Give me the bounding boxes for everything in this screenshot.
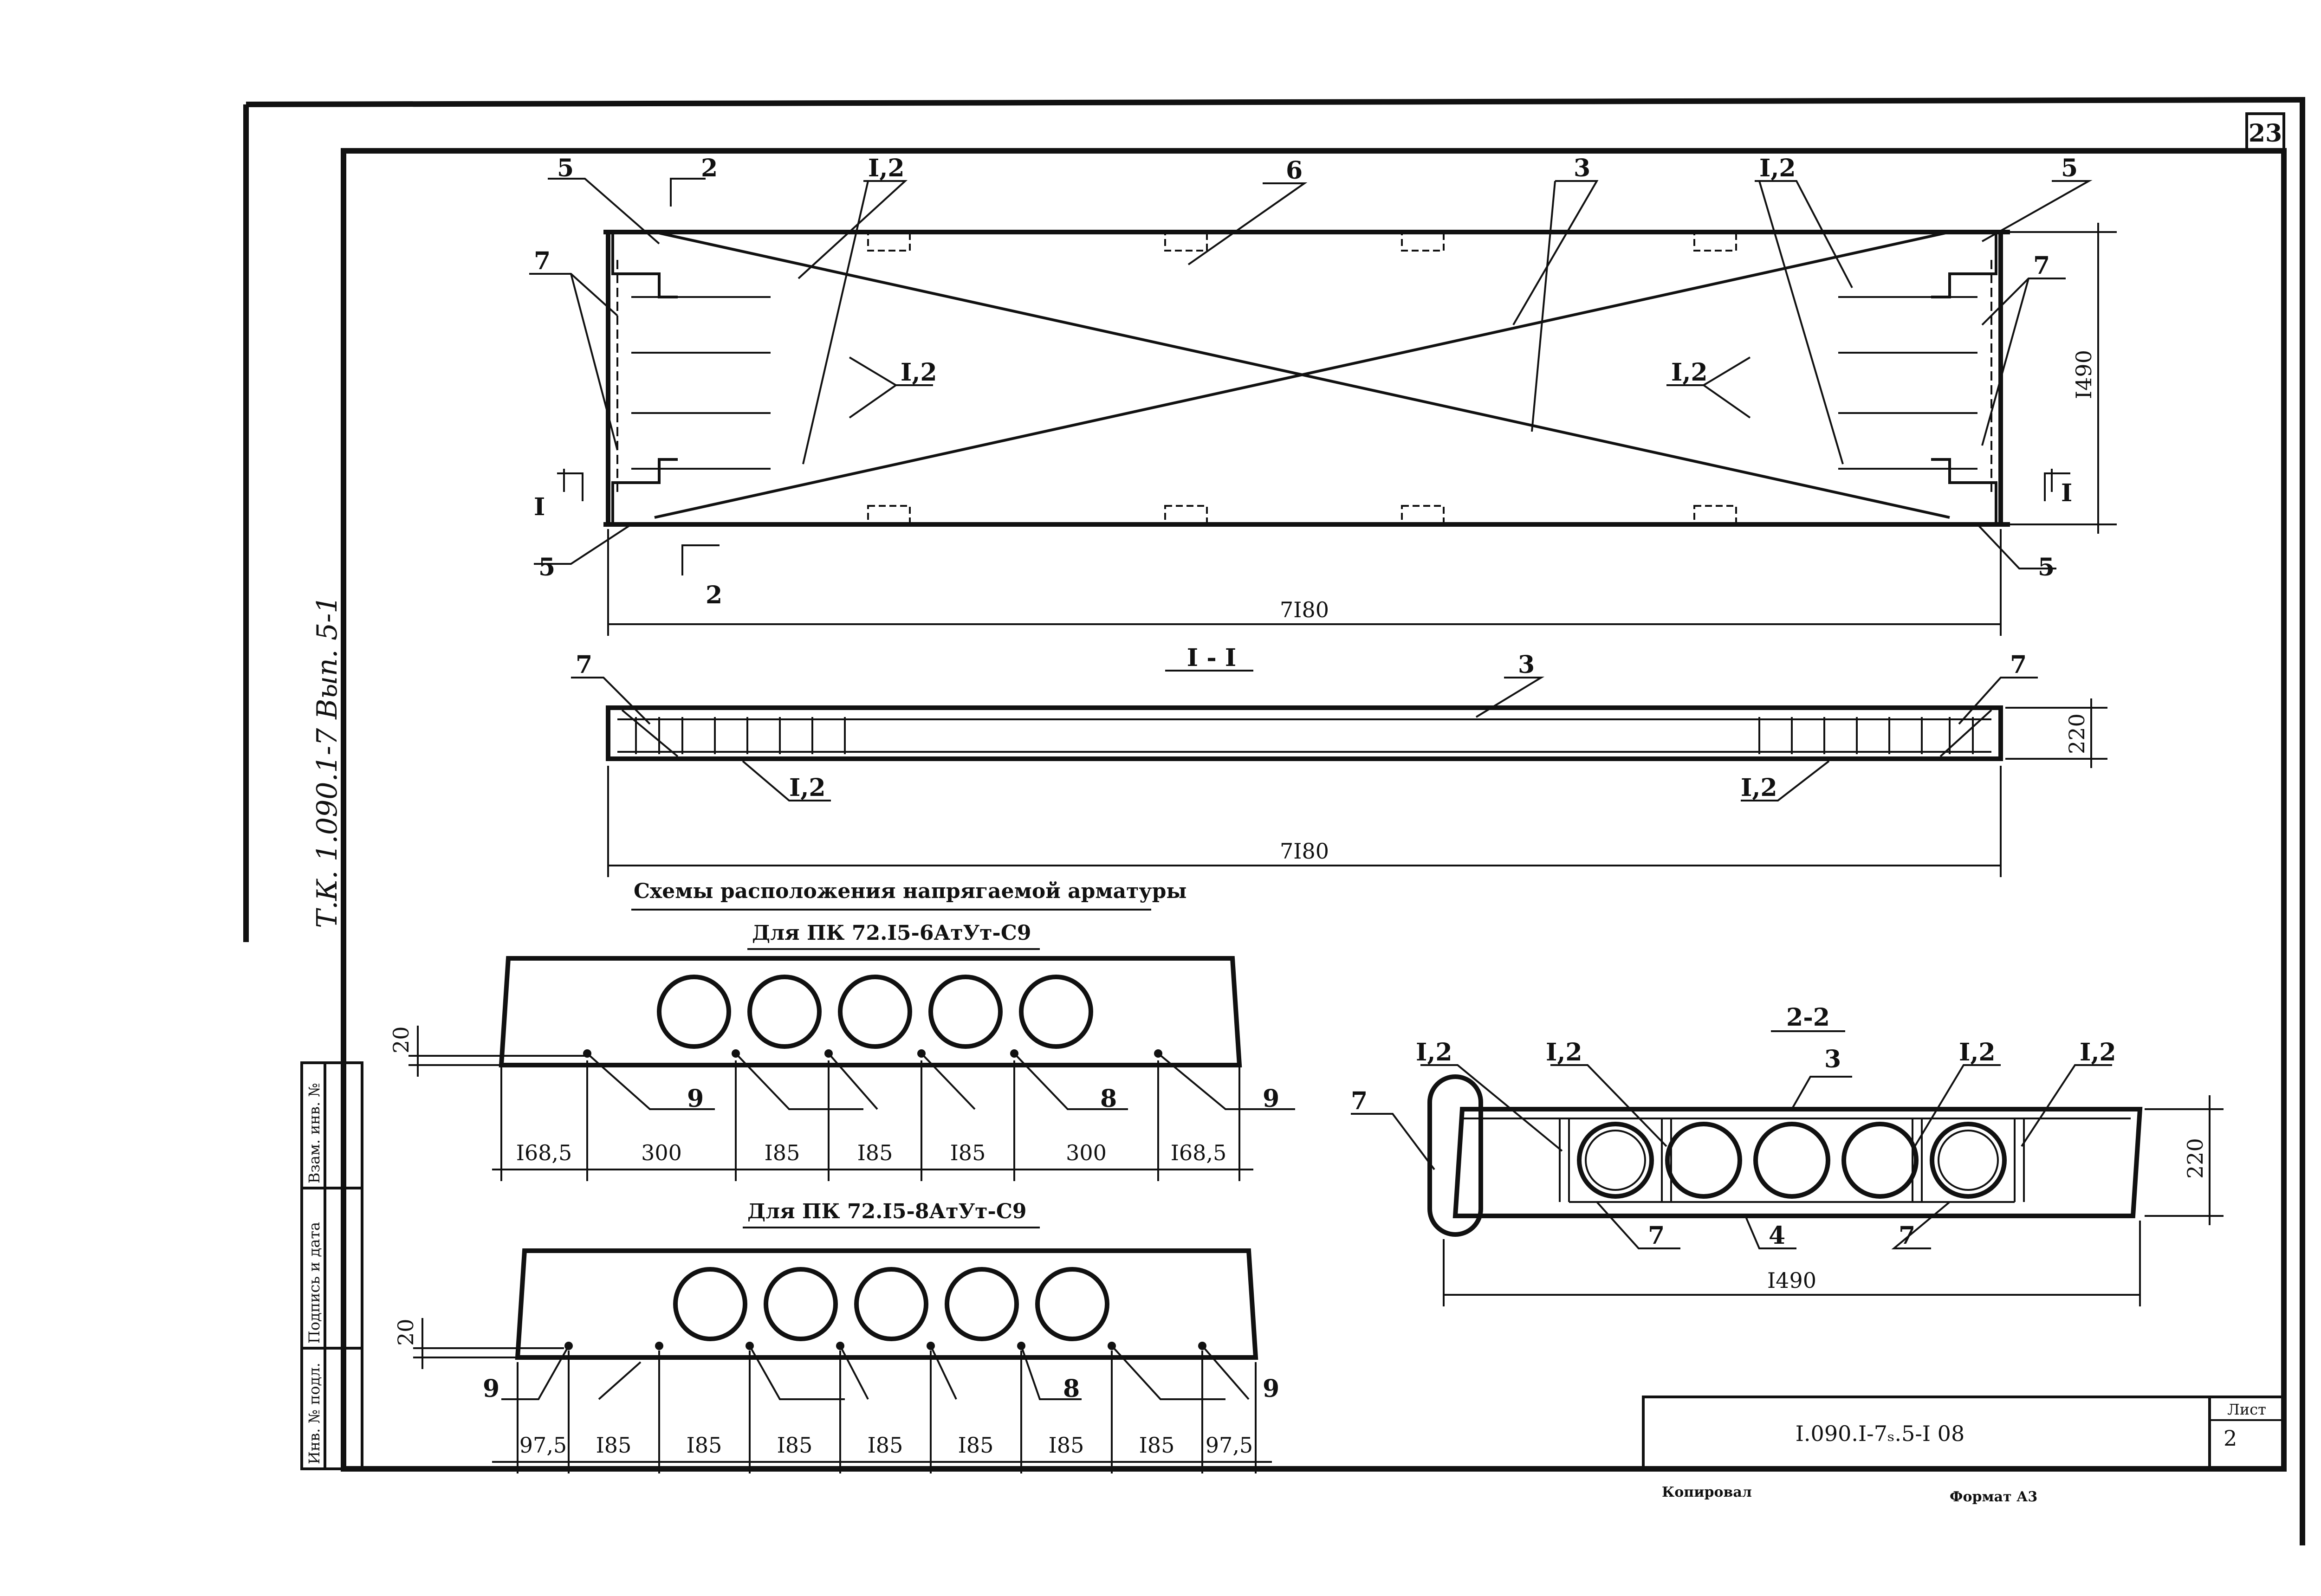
copied-by: Копировал <box>1662 1484 1752 1500</box>
scheme-b-dim: I85 <box>958 1433 994 1458</box>
section-2-callout: 3 <box>1824 1045 1841 1073</box>
scheme-a-dim: I85 <box>765 1140 800 1165</box>
scheme-a-dim: I85 <box>857 1140 893 1165</box>
page-number: 23 <box>2249 119 2282 148</box>
left-stamp: Взам. инв. № Подпись и дата Инв. № подл. <box>300 1061 363 1470</box>
section-1-title: I - I <box>1187 644 1236 672</box>
section-1-callout: 3 <box>1518 651 1535 679</box>
section-1-callout: 7 <box>576 651 592 679</box>
plan-callout: 2 <box>706 581 722 609</box>
scheme-a-dim: 300 <box>641 1140 682 1165</box>
section-2-title: 2-2 <box>1786 1003 1830 1032</box>
stamp-signature-date: Подпись и дата <box>305 1222 323 1344</box>
plan-callout: 2 <box>701 154 718 182</box>
section-1-callout: I,2 <box>1741 774 1777 802</box>
plan-callout: 5 <box>2061 154 2078 182</box>
scheme-a-dim: 300 <box>1066 1140 1107 1165</box>
scheme-b-dim: I85 <box>777 1433 813 1458</box>
plan-callout: I <box>2061 479 2072 507</box>
scheme-a-callout: 9 <box>687 1085 704 1113</box>
plan-callout: 6 <box>1286 156 1303 185</box>
section-1-height-dim: 220 <box>2064 713 2089 754</box>
section-2-callout: I,2 <box>1416 1038 1452 1066</box>
section-2-callout: I,2 <box>1546 1038 1582 1066</box>
plan-callout: I,2 <box>868 154 905 182</box>
stamp-inventory-orig: Инв. № подл. <box>305 1363 323 1464</box>
scheme-a-dim: I68,5 <box>516 1140 572 1165</box>
plan-callout: I,2 <box>901 358 937 387</box>
scheme-b-callout: 9 <box>483 1375 499 1403</box>
scheme-a-side-dim: 20 <box>389 1026 414 1053</box>
plan-callout: 7 <box>2033 252 2050 280</box>
section-2-height-dim: 220 <box>2183 1138 2208 1179</box>
scheme-b-dim: I85 <box>1139 1433 1175 1458</box>
outer-frame: 23 <box>243 97 2305 1545</box>
scheme-a-callout: 9 <box>1263 1085 1279 1113</box>
scheme-a-dim: I68,5 <box>1171 1140 1227 1165</box>
sheet-designation: I.090.I-7ₛ.5-I 08 <box>1796 1421 1964 1446</box>
scheme-a-dim: I85 <box>950 1140 986 1165</box>
scheme-a-callout: 8 <box>1100 1085 1117 1113</box>
section-2-callout: 4 <box>1769 1221 1785 1250</box>
list-label: Лист <box>2227 1401 2266 1418</box>
plan-callout: I <box>534 493 545 521</box>
plan-callout: I,2 <box>1759 154 1796 182</box>
plan-callout: I,2 <box>1671 358 1708 387</box>
side-note: Т.К. 1.090.1-7 Вып. 5-1 <box>311 595 344 928</box>
scheme-b-dim: 97,5 <box>519 1433 567 1458</box>
section-2-callout: 7 <box>1648 1221 1665 1250</box>
scheme-b-side-dim: 20 <box>393 1318 418 1346</box>
scheme-b-callout: 9 <box>1263 1375 1279 1403</box>
section-2-callout: I,2 <box>1959 1038 1996 1066</box>
scheme-b-dim: I85 <box>596 1433 632 1458</box>
sheet-format: Формат А3 <box>1950 1489 2037 1505</box>
plan-callout: 7 <box>534 247 551 275</box>
plan-callout: 5 <box>2038 553 2055 582</box>
section-1: I - I 7 <box>571 644 2107 877</box>
section-1-callout: I,2 <box>789 774 826 802</box>
plan-width-dim: I490 <box>2071 350 2096 399</box>
section-1-length-dim: 7I80 <box>1280 839 1329 864</box>
plan-callout: 5 <box>538 553 555 582</box>
schemes: Схемы расположения напрягаемой арматуры … <box>389 879 1295 1473</box>
section-2-width-dim: I490 <box>1767 1268 1816 1293</box>
section-2: 2-2 <box>1351 1003 2224 1306</box>
scheme-b-callout: 8 <box>1063 1375 1080 1403</box>
section-2-callout: 7 <box>1899 1221 1915 1250</box>
scheme-b-title: Для ПК 72.I5-8АтУт-С9 <box>747 1200 1026 1223</box>
stamp-inventory-replace: Взам. инв. № <box>305 1083 323 1183</box>
section-1-callout: 7 <box>2010 651 2027 679</box>
schemes-title: Схемы расположения напрягаемой арматуры <box>634 879 1186 903</box>
section-2-callout: 7 <box>1351 1087 1368 1115</box>
scheme-b-dim: I85 <box>1049 1433 1084 1458</box>
scheme-b-dim: I85 <box>687 1433 722 1458</box>
scheme-a-title: Для ПК 72.I5-6АтУт-С9 <box>752 921 1031 945</box>
plan-length-dim: 7I80 <box>1280 597 1329 622</box>
plan-callout: 3 <box>1574 154 1590 182</box>
scheme-b-dim: I85 <box>868 1433 903 1458</box>
scheme-b-dim: 97,5 <box>1206 1433 1253 1458</box>
list-number: 2 <box>2224 1426 2237 1451</box>
plan-callout: 5 <box>557 154 574 182</box>
title-block: I.090.I-7ₛ.5-I 08 Лист 2 <box>1642 1396 2285 1470</box>
section-2-callout: I,2 <box>2080 1038 2116 1066</box>
plan-view: 5 2 I,2 6 3 I,2 5 7 I,2 I,2 7 I I 5 2 5 … <box>529 154 2117 636</box>
